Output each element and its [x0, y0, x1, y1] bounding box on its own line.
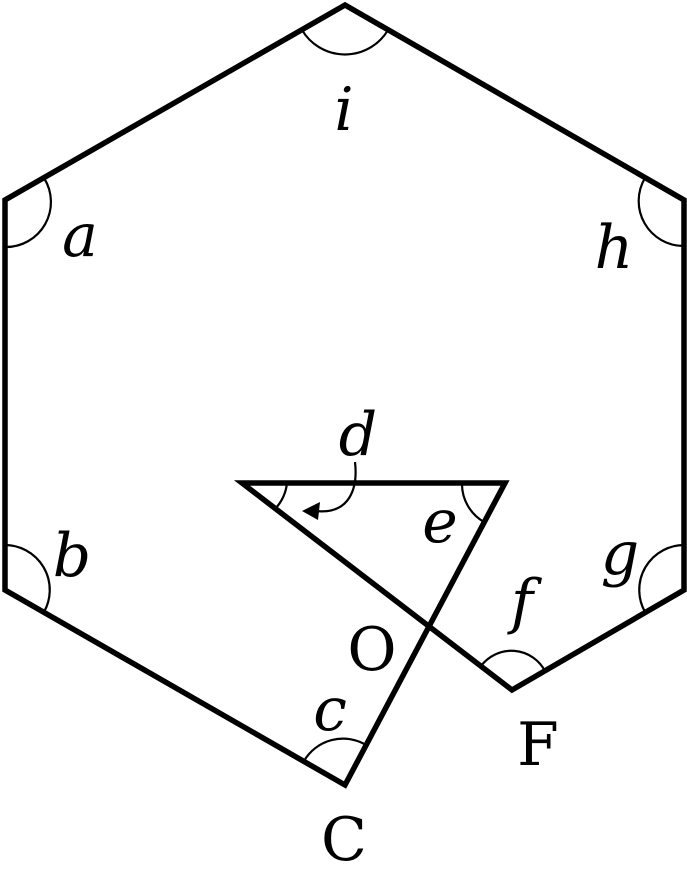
outer-polygon: [2, 1, 687, 789]
angle-arc-c: [303, 737, 367, 762]
angle-d-pointer: [314, 461, 357, 513]
angle-label-a: a: [62, 201, 98, 271]
angle-label-i: i: [334, 75, 353, 145]
angle-label-e: e: [422, 487, 458, 557]
angle-label-d: d: [339, 400, 377, 470]
angle-arc-b: [4, 543, 51, 613]
angle-d-pointer-arrowhead: [302, 502, 320, 520]
angle-arc-a: [4, 177, 53, 249]
angle-arc-e: [460, 482, 485, 523]
angle-label-h: h: [595, 213, 634, 283]
angle-arc-i: [301, 29, 389, 56]
point-label-F: F: [517, 710, 559, 780]
point-label-C: C: [321, 805, 367, 875]
angle-arc-f: [480, 649, 546, 672]
angle-label-b: b: [53, 521, 91, 591]
point-label-O: O: [347, 615, 396, 685]
angle-arc-h: [637, 177, 685, 248]
angle-label-f: f: [507, 567, 543, 637]
angle-label-c: c: [313, 675, 347, 745]
angle-label-g: g: [601, 519, 639, 589]
angle-arc-g: [638, 543, 685, 613]
angle-arc-d: [274, 482, 289, 510]
